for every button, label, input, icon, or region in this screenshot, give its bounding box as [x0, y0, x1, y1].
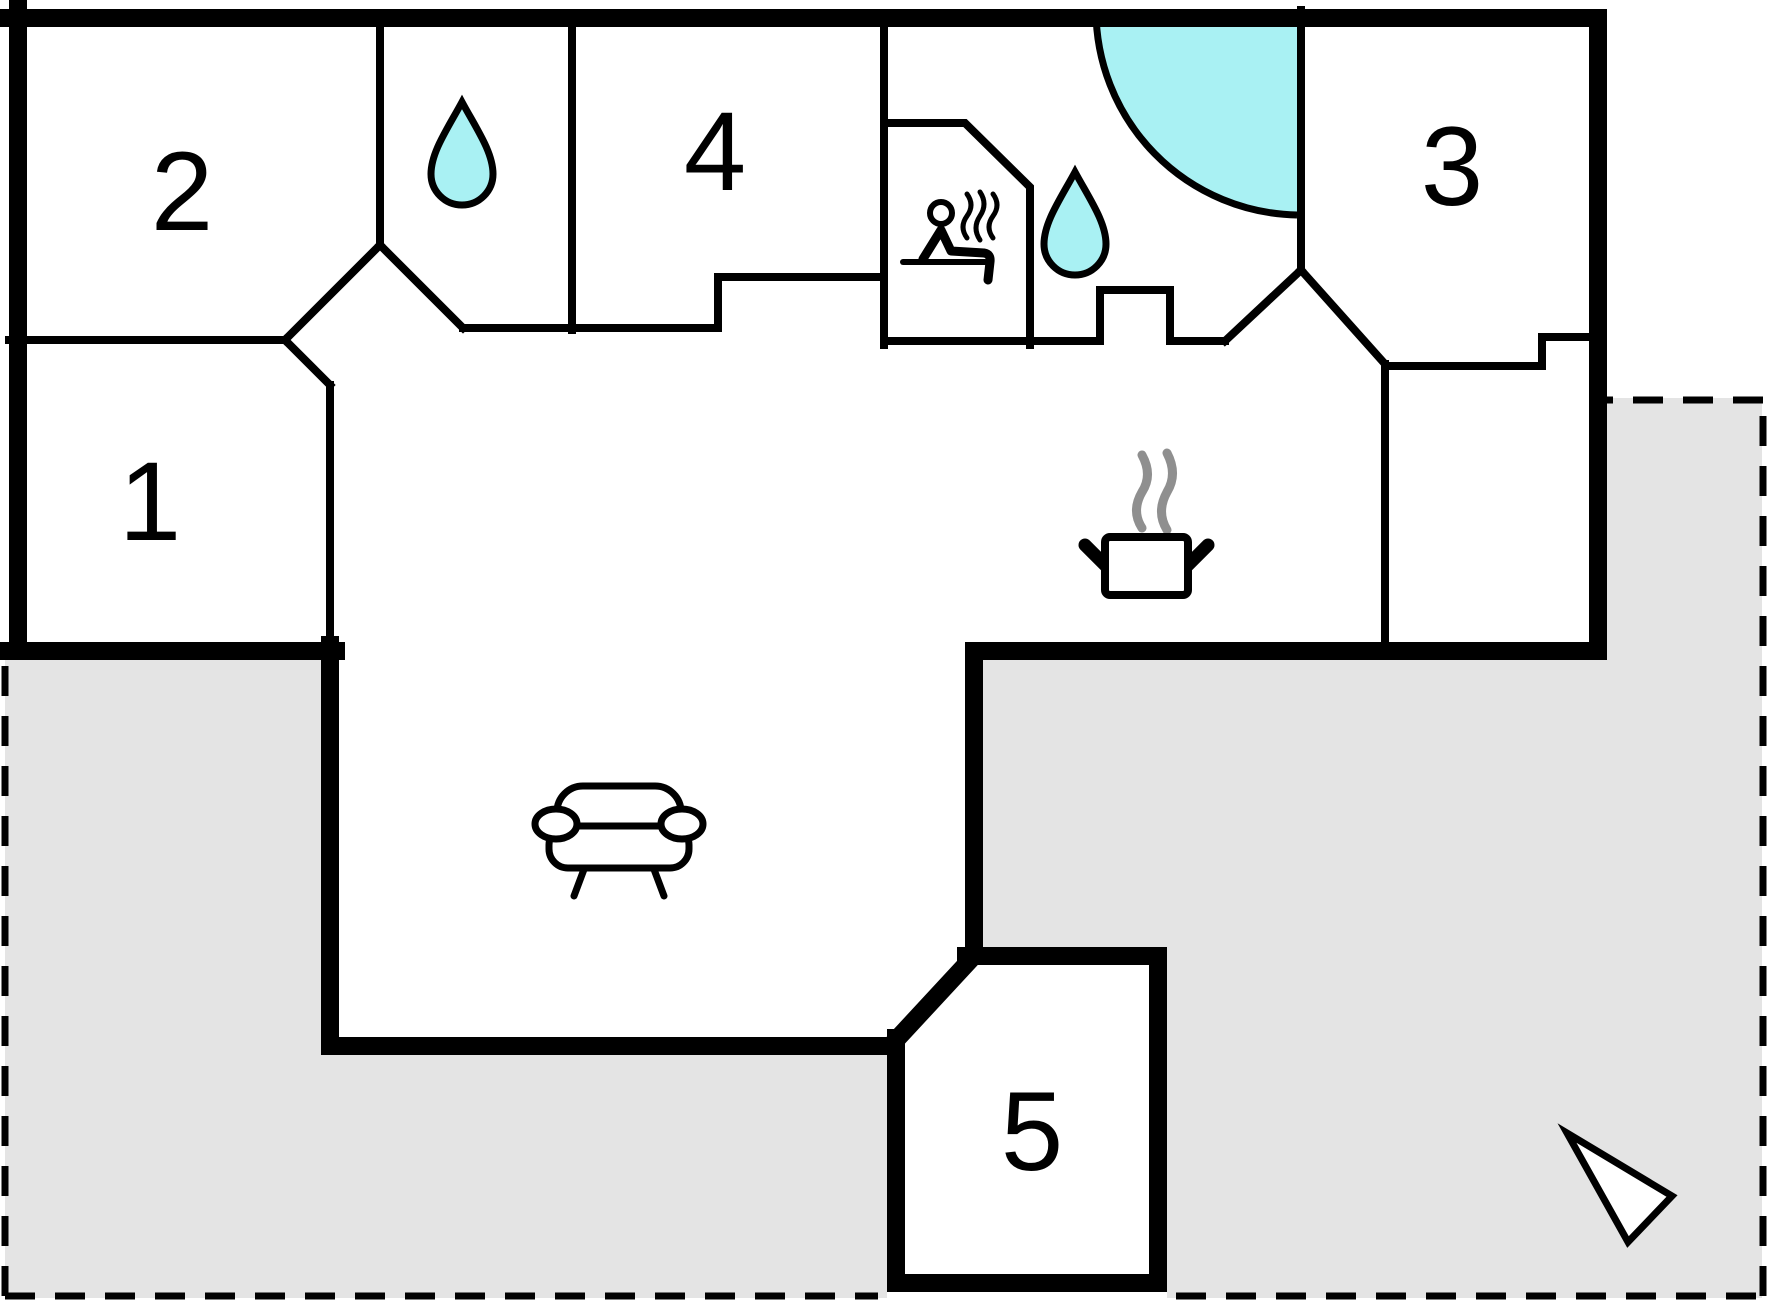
cooking-pot-icon	[1078, 448, 1215, 599]
sofa-armrest-right	[657, 805, 707, 843]
sauna-person-head	[927, 199, 955, 227]
door-leaf-room3	[1295, 264, 1391, 370]
room-5-area	[887, 950, 1167, 1300]
sauna-icon	[900, 189, 1000, 285]
pot-steam-2	[1157, 448, 1177, 535]
sauna-steam-1	[960, 191, 974, 241]
sauna-person-body	[918, 225, 995, 285]
room-4-label: 4	[684, 89, 746, 214]
wall-sauna	[880, 119, 1034, 349]
corner-bathtub-fill	[1096, 10, 1297, 215]
wall-room5-chamfer	[883, 945, 985, 1053]
sofa-icon	[531, 782, 707, 900]
door-leaf-hall-east	[1219, 264, 1307, 347]
door-leaf-hall-west	[279, 239, 386, 346]
sofa-seat	[545, 822, 693, 872]
sofa-armrest-left	[531, 805, 581, 843]
wall-room3-south	[1381, 333, 1602, 370]
corner-bathtub-icon	[1092, 9, 1298, 219]
wall-room5	[887, 947, 1167, 1292]
exterior-walls	[0, 0, 1607, 1292]
water-drop-shape	[427, 94, 497, 209]
wall-hall-south	[880, 286, 1229, 345]
sauna-steam-2	[973, 189, 987, 243]
door-leaf-bathroom	[374, 239, 469, 334]
wall-room4-south	[459, 273, 888, 332]
house-area	[9, 9, 1607, 660]
water-drop-icon-bathroom	[427, 94, 497, 209]
plot-boundary	[1, 396, 1767, 1300]
pot-steam-1	[1132, 450, 1152, 533]
terrace-east	[1600, 398, 1762, 678]
water-drop-icon-hall	[1040, 164, 1110, 279]
wall-outer-north-east	[0, 9, 1607, 961]
corner-bathtub-rim	[1092, 9, 1298, 219]
room-1-label: 1	[119, 439, 181, 564]
water-drop-shape	[1040, 164, 1110, 279]
room-2-label: 2	[151, 129, 213, 254]
room-labels: 1 2 3 4 5	[119, 89, 1483, 1194]
interior-walls	[5, 6, 1602, 655]
wall-living-room	[321, 636, 905, 1055]
sauna-steam-3	[986, 191, 1000, 241]
room-5-label: 5	[1001, 1069, 1063, 1194]
north-arrow-icon	[1557, 1123, 1678, 1248]
interior-areas	[9, 9, 1607, 1300]
wall-room1-chamfer	[279, 334, 336, 391]
room-3-label: 3	[1421, 104, 1483, 229]
pot-body	[1101, 533, 1192, 599]
